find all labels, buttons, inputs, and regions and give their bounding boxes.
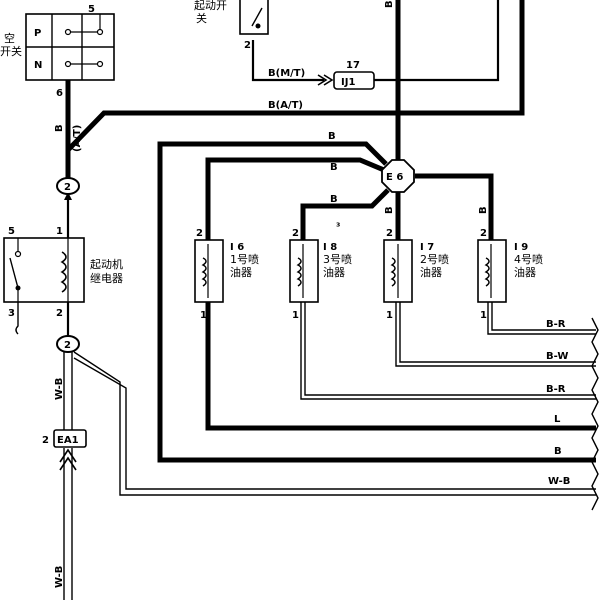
ea1-label: EA1 — [57, 435, 79, 446]
neutral-switch: P N 5 6 空 开关 — [0, 4, 115, 99]
injector-2-pin-bottom: 1 — [386, 310, 393, 321]
injector-1: 2 1 I 6 1号喷 油器 — [194, 228, 259, 321]
wire-i9-br — [487, 302, 596, 335]
relay-label-1: 起动机 — [90, 257, 123, 271]
neutral-switch-label-1: 空 — [4, 31, 15, 45]
wire-label-wb-lower: W-B — [54, 566, 65, 588]
wire-i8-br-2 — [304, 302, 596, 396]
wire-label-wb-upper: W-B — [54, 378, 65, 400]
connector-2-top: 2 — [56, 177, 80, 195]
injector-4-line2: 油器 — [514, 265, 536, 279]
wire-label-at: (A/T) — [72, 125, 83, 152]
starter-relay: 5 1 3 2 起动机 继电器 — [3, 226, 123, 319]
injector-4-id: I 9 — [514, 242, 528, 253]
wire-i7-bw-2 — [399, 302, 596, 363]
injector-3: 2 1 I 8 3号喷 油器 — [289, 228, 352, 321]
wire-label-l: L — [554, 414, 561, 425]
wire-label-b-i7: B — [384, 206, 395, 214]
arrow-ij1-1 — [317, 74, 328, 86]
injector-1-pin-bottom: 1 — [200, 310, 207, 321]
connector-2-bottom-label: 2 — [64, 340, 71, 351]
neutral-switch-pin-top: 5 — [88, 4, 95, 15]
wire-wb-branch-2 — [73, 357, 596, 490]
neutral-switch-p: P — [34, 28, 41, 39]
injector-3-line1: 3号喷 — [323, 253, 352, 266]
wire-b-at — [65, 0, 525, 178]
injector-2: 2 1 I 7 2号喷 油器 — [383, 228, 449, 321]
wire-label-wb-right: W-B — [548, 476, 570, 487]
wire-label-br-mid: B-R — [546, 384, 566, 395]
wire-label-b-i6: B — [330, 162, 338, 173]
wire-label-b-right: B — [554, 446, 562, 457]
connector-ea1: EA1 2 — [42, 429, 87, 448]
injector-1-id: I 6 — [230, 242, 244, 253]
e6-label: E 6 — [386, 172, 403, 183]
neutral-switch-pin-bottom: 6 — [56, 88, 63, 99]
wire-label-b-mt: B(M/T) — [268, 68, 305, 79]
injector-4: 2 1 I 9 4号喷 油器 — [477, 228, 543, 321]
wire-wb-branch — [73, 351, 596, 496]
arrow-up-ea1-2 — [59, 456, 77, 471]
injector-3-line2: 油器 — [323, 265, 345, 279]
connector-2-bottom: 2 — [56, 335, 80, 353]
injector-1-pin-top: 2 — [196, 228, 203, 239]
relay-pin3: 3 — [8, 308, 15, 319]
relay-pin1: 1 — [56, 226, 63, 237]
starter-switch-label-2: 关 — [196, 11, 207, 25]
wire-label-b-i9: B — [478, 206, 489, 214]
wire-e6-to-i8 — [300, 188, 390, 240]
ea1-pin: 2 — [42, 435, 49, 446]
wire-i8-br — [300, 302, 596, 400]
injector-2-id: I 7 — [420, 242, 434, 253]
injector-3-pin-top: 2 — [292, 228, 299, 239]
injector-4-pin-top: 2 — [480, 228, 487, 239]
neutral-switch-n: N — [34, 60, 42, 71]
wire-b-mt — [251, 40, 324, 82]
wire-label-b-at: B(A/T) — [268, 100, 303, 111]
wire-label-bw: B-W — [546, 351, 568, 362]
wire-label-b-top: B — [384, 0, 395, 8]
wire-i7-bw — [395, 302, 596, 367]
arrow-up-relay — [64, 192, 72, 200]
wire-b-outer-loop — [157, 141, 596, 463]
connector-ij1: IJ1 17 B(M/T) B(A/T) — [268, 60, 375, 111]
wire-label-b-left: B — [54, 124, 65, 132]
injector-2-pin-top: 2 — [386, 228, 393, 239]
injector-3-pin-bottom: 1 — [292, 310, 299, 321]
wire-e6-to-i6 — [205, 157, 385, 240]
relay-pin2: 2 — [56, 308, 63, 319]
ij1-pin: 17 — [346, 60, 360, 71]
wire-e6-to-i9 — [415, 173, 494, 240]
injector-1-line1: 1号喷 — [230, 253, 259, 266]
arrow-ij1-2 — [323, 74, 334, 86]
injector-1-line2: 油器 — [230, 265, 252, 279]
starter-switch-pin: 2 — [244, 40, 251, 51]
starter-switch-label-1: 起动开 — [194, 0, 227, 12]
wire-i9-br-2 — [491, 302, 596, 331]
relay-label-2: 继电器 — [90, 272, 123, 285]
wire-i6-l — [205, 302, 596, 431]
stray-mark: ³ — [336, 222, 340, 233]
ij1-label: IJ1 — [341, 77, 355, 88]
wire-label-b-i8: B — [330, 194, 338, 205]
wire-label-b-loop: B — [328, 131, 336, 142]
relay-pin5: 5 — [8, 226, 15, 237]
injector-3-id: I 8 — [323, 242, 337, 253]
junction-e6: E 6 — [381, 159, 415, 193]
arrow-up-ea1 — [59, 448, 77, 463]
neutral-switch-label-2: 开关 — [0, 44, 22, 58]
injector-4-line1: 4号喷 — [514, 253, 543, 266]
starter-switch: 起动开 关 2 — [194, 0, 269, 51]
injector-4-pin-bottom: 1 — [480, 310, 487, 321]
wire-relay-ground — [15, 302, 19, 335]
injector-2-line2: 油器 — [420, 265, 442, 279]
injector-2-line1: 2号喷 — [420, 253, 449, 266]
break-line — [591, 317, 599, 511]
connector-2-top-label: 2 — [64, 182, 71, 193]
wire-label-br-top: B-R — [546, 319, 566, 330]
wire-ij1-out — [374, 0, 500, 82]
